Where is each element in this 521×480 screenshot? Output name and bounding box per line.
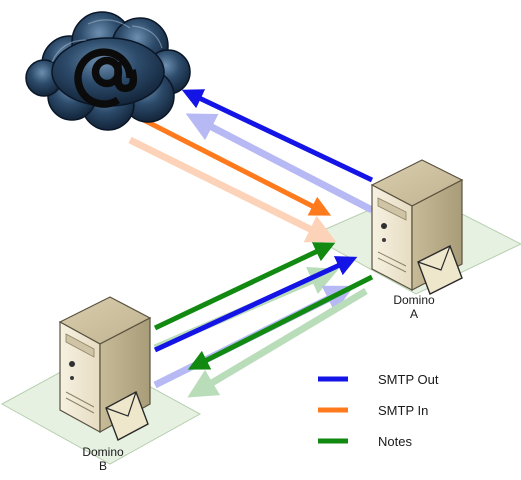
legend-label-notes: Notes: [378, 434, 412, 449]
smtp-out-arrow-faded: [185, 113, 374, 214]
server-b-label-line1: Domino: [82, 445, 124, 459]
at-symbol: [74, 48, 138, 108]
smtp-in-arrow-faded: [128, 136, 337, 243]
server-a-envelope-icon: [417, 245, 463, 295]
legend-label-smtp-out: SMTP Out: [378, 372, 439, 387]
notes-arrow-b-to-a: [153, 242, 336, 331]
server-b-label-line2: B: [99, 459, 107, 473]
server-a-tower-icon: [370, 159, 464, 295]
notes-arrow-faded-b: [187, 287, 368, 398]
smtp-in-arrow-internet-to-a: [130, 111, 332, 216]
smtp-out-arrow-a-to-internet: [181, 89, 374, 183]
server-a-label-line1: Domino: [393, 293, 435, 307]
server-b-tower-icon: [58, 296, 152, 441]
legend: SMTP Out SMTP In Notes: [318, 372, 439, 449]
notes-arrow-a-to-b: [187, 274, 374, 370]
smtp-out-arrow-b-to-a: [153, 256, 358, 353]
server-a-label-line2: A: [410, 307, 418, 321]
main-arrows: [130, 89, 374, 370]
internet-cloud-icon: [25, 11, 191, 131]
legend-label-smtp-in: SMTP In: [378, 403, 428, 418]
server-b-envelope-icon: [105, 391, 149, 441]
